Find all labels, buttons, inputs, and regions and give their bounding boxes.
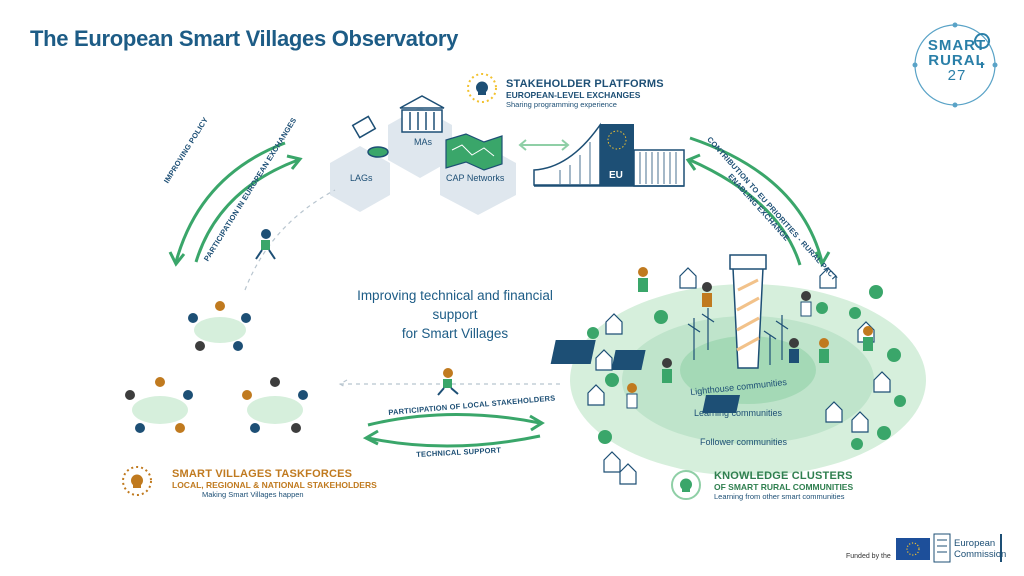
- logo-line-2: RURAL: [928, 52, 986, 69]
- follower-communities-label: Follower communities: [700, 437, 788, 447]
- knowledge-tagline: Learning from other smart communities: [714, 492, 845, 501]
- taskforces-block: SMART VILLAGES TASKFORCES LOCAL, REGIONA…: [172, 468, 377, 499]
- wind-turbine-icon: [687, 308, 789, 365]
- hexagon-lags: [330, 146, 390, 212]
- logo-line-3: 27: [947, 67, 967, 84]
- taskforces-subheading: LOCAL, REGIONAL & NATIONAL STAKEHOLDERS: [172, 480, 377, 490]
- map-network-icon: [445, 133, 503, 171]
- stakeholder-heading: STAKEHOLDER PLATFORMS: [506, 78, 664, 90]
- ec-name: European Commission: [954, 538, 1006, 560]
- policy-arrows: [168, 141, 303, 267]
- running-person-icon: [255, 229, 276, 260]
- eu-priority-arrows: [685, 136, 831, 268]
- taskforces-tagline: Making Smart Villages happen: [202, 490, 304, 499]
- community-rings: [570, 284, 926, 476]
- learning-communities-label: Learning communities: [694, 408, 783, 418]
- house-icons: [587, 267, 891, 485]
- microscope-icon: [351, 115, 389, 158]
- local-support-arrows: [362, 413, 545, 448]
- logo-text: SMART RURAL 27: [922, 38, 992, 83]
- ec-logo-icon: [933, 533, 1002, 563]
- knowledge-block: KNOWLEDGE CLUSTERS OF SMART RURAL COMMUN…: [714, 470, 853, 501]
- center-text: Improving technical and financial suppor…: [340, 286, 570, 343]
- taskforce-table-left: [125, 377, 193, 433]
- ec-line-1: European: [954, 538, 996, 549]
- logo-line-1: SMART: [927, 37, 987, 54]
- funded-by-text: Funded by the: [846, 553, 891, 560]
- eu-label: EU: [609, 170, 623, 181]
- stakeholder-platforms-block: STAKEHOLDER PLATFORMS EUROPEAN-LEVEL EXC…: [506, 78, 664, 109]
- eu-building: [533, 122, 685, 187]
- knowledge-heading: KNOWLEDGE CLUSTERS: [714, 470, 853, 482]
- center-text-line-1: Improving technical and financial suppor…: [357, 288, 553, 322]
- lighthouse-icon: [729, 254, 767, 369]
- taskforce-bulb-icon: [122, 466, 152, 496]
- community-people: [626, 267, 873, 409]
- cap-networks-label: CAP Networks: [446, 173, 505, 183]
- lags-label: LAGs: [350, 173, 373, 183]
- center-text-line-2: for Smart Villages: [401, 326, 509, 341]
- stakeholder-subheading: EUROPEAN-LEVEL EXCHANGES: [506, 90, 641, 100]
- running-person-icon-2: [437, 368, 459, 396]
- mas-label: MAs: [414, 137, 432, 147]
- page-title: The European Smart Villages Observatory: [30, 26, 459, 51]
- taskforces-heading: SMART VILLAGES TASKFORCES: [172, 468, 353, 480]
- building-icon: [399, 95, 445, 133]
- ec-line-2: Commission: [954, 549, 1007, 560]
- stakeholder-bulb-icon: [467, 73, 497, 103]
- taskforce-table-right: [242, 377, 308, 433]
- stakeholder-tagline: Sharing programming experience: [506, 100, 617, 109]
- exchange-arrow: [518, 139, 570, 151]
- knowledge-subheading: OF SMART RURAL COMMUNITIES: [714, 482, 854, 492]
- knowledge-bulb-icon: [671, 470, 701, 500]
- eu-flag: [896, 538, 930, 560]
- solar-panel-icon: [550, 340, 741, 413]
- smart-rural-logo: [912, 22, 998, 108]
- dashed-flows: [244, 189, 560, 389]
- tree-icons: [587, 285, 906, 450]
- taskforce-table-top: [188, 301, 251, 351]
